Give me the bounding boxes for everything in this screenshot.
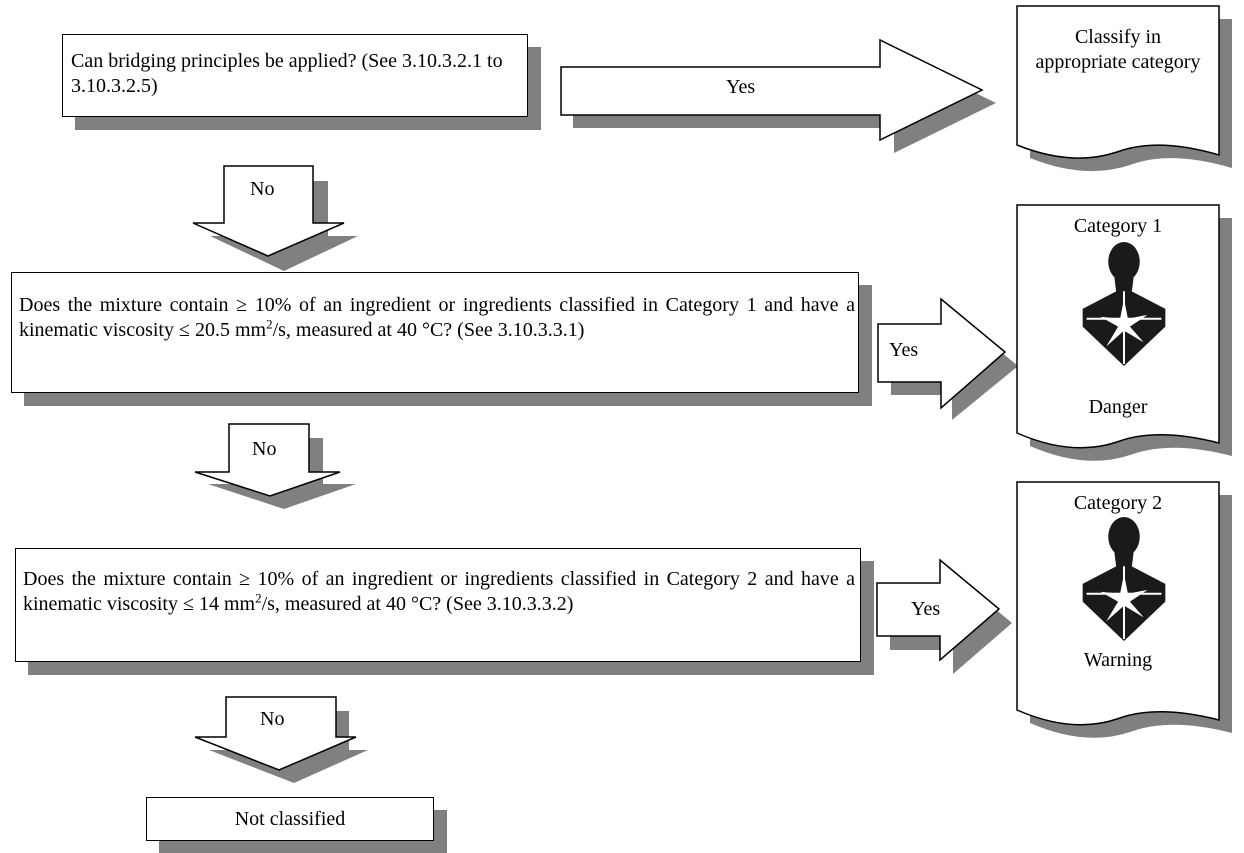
result-3-signal: Warning	[1083, 649, 1153, 671]
yes-label-3: Yes	[911, 598, 941, 620]
question-3-superscript: 2	[255, 590, 262, 606]
result-2-category: Category 1	[1073, 215, 1163, 237]
question-2-text: Does the mixture contain ≥ 10% of an ing…	[19, 293, 855, 343]
not-classified-text: Not classified	[234, 808, 346, 830]
question-3-text: Does the mixture contain ≥ 10% of an ing…	[23, 567, 855, 617]
question-2-text-before: Does the mixture contain ≥ 10% of an ing…	[19, 294, 855, 341]
question-2-superscript: 2	[266, 316, 273, 332]
no-label-1: No	[250, 178, 275, 200]
yes-label-1: Yes	[726, 76, 756, 98]
result-2-signal: Danger	[1088, 396, 1148, 418]
no-arrow-1	[192, 165, 358, 271]
no-arrow-3	[194, 696, 368, 783]
no-label-3: No	[260, 708, 285, 730]
question-3-text-after: /s, measured at 40 °C? (See 3.10.3.3.2)	[261, 593, 574, 615]
yes-arrow-3	[876, 558, 1012, 674]
question-1-text: Can bridging principles be applied? (See…	[71, 50, 503, 97]
question-3-text-before: Does the mixture contain ≥ 10% of an ing…	[23, 568, 855, 615]
no-label-2: No	[252, 438, 277, 460]
result-doc-1	[1016, 5, 1232, 172]
question-2-text-after: /s, measured at 40 °C? (See 3.10.3.3.1)	[272, 319, 585, 341]
not-classified-box: Not classified	[146, 797, 434, 841]
yes-arrow-2	[877, 297, 1018, 420]
result-3-category: Category 2	[1073, 492, 1163, 514]
yes-arrow-1	[560, 38, 996, 153]
question-1-box: Can bridging principles be applied? (See…	[62, 34, 528, 117]
question-3-box: Does the mixture contain ≥ 10% of an ing…	[15, 548, 861, 662]
result-1-text: Classify in appropriate category	[1035, 26, 1201, 73]
question-2-box: Does the mixture contain ≥ 10% of an ing…	[11, 272, 859, 393]
no-arrow-2	[194, 423, 356, 509]
yes-label-2: Yes	[889, 339, 919, 361]
